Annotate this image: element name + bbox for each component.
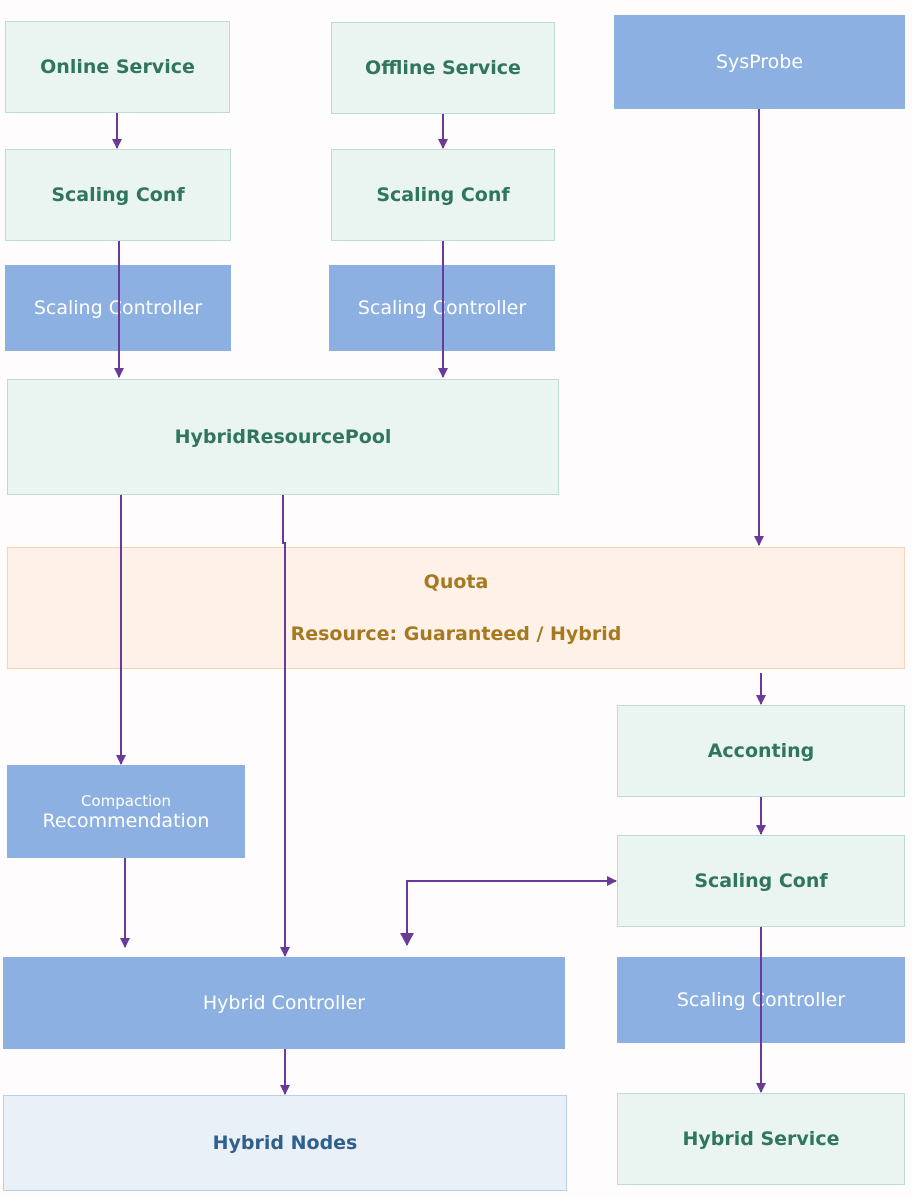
- scaling-controller-online-node: Scaling Controller: [5, 265, 231, 351]
- scaling-conf-online-label: Scaling Conf: [51, 184, 185, 206]
- sysprobe-node: SysProbe: [614, 15, 905, 109]
- hybrid-nodes-label: Hybrid Nodes: [212, 1132, 358, 1154]
- quota-node: Quota Resource: Guaranteed / Hybrid: [7, 547, 905, 669]
- scaling-conf-online-node: Scaling Conf: [5, 149, 231, 241]
- scaling-controller-online-label: Scaling Controller: [33, 297, 203, 319]
- hybrid-controller-node: Hybrid Controller: [3, 957, 565, 1049]
- scaling-controller-offline-node: Scaling Controller: [329, 265, 555, 351]
- compaction-label: Compaction: [81, 791, 171, 810]
- scaling-controller-offline-label: Scaling Controller: [357, 297, 527, 319]
- arrowhead-down-icon: [400, 933, 414, 946]
- scaling-conf-offline-label: Scaling Conf: [376, 184, 510, 206]
- scaling-controller-hybrid-label: Scaling Controller: [676, 989, 846, 1011]
- accounting-label: Acconting: [707, 740, 815, 762]
- hybrid-controller-label: Hybrid Controller: [202, 992, 366, 1014]
- compaction-recommendation-node: Compaction Recommendation: [7, 765, 245, 858]
- offline-service-node: Offline Service: [331, 22, 555, 114]
- quota-title: Quota: [423, 571, 489, 593]
- recommendation-label: Recommendation: [42, 809, 210, 832]
- hybrid-service-node: Hybrid Service: [617, 1093, 905, 1185]
- scaling-conf-hybrid-label: Scaling Conf: [694, 870, 828, 892]
- hybrid-resource-pool-node: HybridResourcePool: [7, 379, 559, 495]
- scaling-controller-hybrid-node: Scaling Controller: [617, 957, 905, 1043]
- edge-bidirectional-conf-controller: [406, 876, 617, 945]
- scaling-conf-offline-node: Scaling Conf: [331, 149, 555, 241]
- scaling-conf-hybrid-node: Scaling Conf: [617, 835, 905, 927]
- hybrid-nodes-node: Hybrid Nodes: [3, 1095, 567, 1191]
- hybrid-resource-pool-label: HybridResourcePool: [174, 426, 392, 448]
- offline-service-label: Offline Service: [365, 57, 521, 79]
- online-service-label: Online Service: [40, 56, 195, 78]
- sysprobe-label: SysProbe: [715, 51, 804, 73]
- quota-subtitle: Resource: Guaranteed / Hybrid: [290, 623, 622, 645]
- hybrid-service-label: Hybrid Service: [682, 1128, 840, 1150]
- online-service-node: Online Service: [5, 21, 230, 113]
- accounting-node: Acconting: [617, 705, 905, 797]
